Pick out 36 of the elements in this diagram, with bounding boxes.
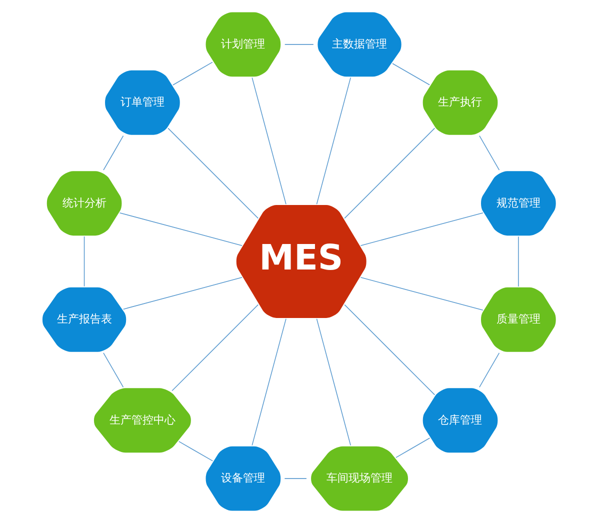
node-ellipse: 订单管理 xyxy=(102,68,181,136)
node-ellipse: 仓库管理 xyxy=(420,386,499,454)
connector xyxy=(316,77,350,205)
connector xyxy=(284,44,314,45)
node-ellipse: 生产执行 xyxy=(420,68,499,136)
node-ellipse: 车间现场管理 xyxy=(308,444,410,512)
node-ellipse: 生产报告表 xyxy=(40,286,128,354)
node-ellipse: 统计分析 xyxy=(44,170,123,238)
node-ellipse: 规范管理 xyxy=(478,170,557,238)
connector xyxy=(171,304,258,392)
connector xyxy=(344,304,435,396)
connector xyxy=(316,318,350,446)
connector xyxy=(395,438,430,458)
connector xyxy=(478,352,500,388)
connector xyxy=(344,128,435,219)
connector xyxy=(167,128,258,219)
connector xyxy=(122,277,242,310)
connector xyxy=(178,441,213,462)
connector xyxy=(392,63,430,86)
connector xyxy=(360,277,483,311)
node-ellipse: 主数据管理 xyxy=(316,10,402,78)
node-ellipse: MES xyxy=(234,203,368,320)
connector xyxy=(284,478,306,479)
node-ellipse: 设备管理 xyxy=(204,444,282,512)
node-ellipse: 计划管理 xyxy=(204,10,282,78)
node-ellipse: 质量管理 xyxy=(478,286,557,354)
connector xyxy=(102,135,124,170)
connector xyxy=(102,352,124,388)
connector xyxy=(360,212,483,246)
connector xyxy=(251,77,286,205)
connector xyxy=(83,236,84,287)
connector xyxy=(478,135,500,170)
connector xyxy=(251,318,286,446)
connector xyxy=(172,62,212,86)
connector xyxy=(118,212,242,246)
node-ellipse: 生产管控中心 xyxy=(92,386,192,454)
